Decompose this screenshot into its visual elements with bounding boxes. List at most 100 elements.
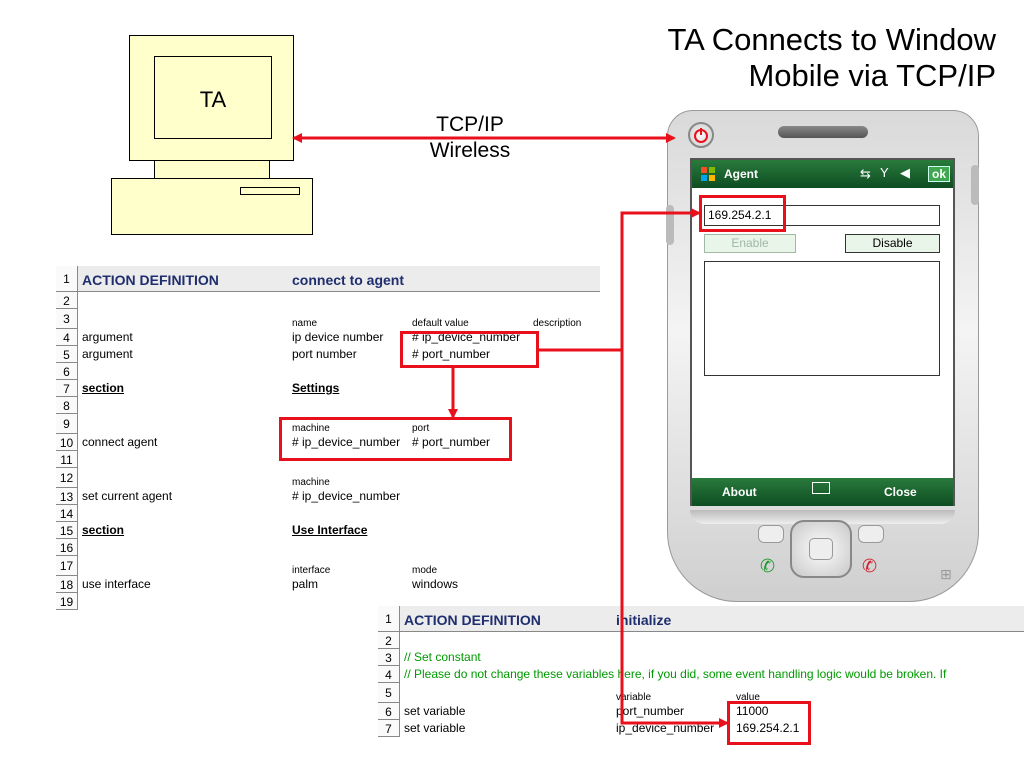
ok-button[interactable]: ok (928, 166, 951, 182)
windows-start-icon[interactable] (700, 166, 716, 182)
about-softkey[interactable]: About (722, 485, 757, 499)
row-number: 7 (378, 720, 400, 737)
row-number: 9 (56, 414, 78, 434)
computer-monitor: TA (129, 35, 294, 161)
device-screen: Agent ⇆ Y ◀ ok 169.254.2.1 Enable Disabl… (690, 158, 955, 506)
cell-a: use interface (82, 577, 151, 591)
close-softkey[interactable]: Close (884, 485, 917, 499)
cell-c: # port_number (412, 347, 491, 361)
table-row: 2 (378, 632, 1024, 649)
device-ip-connector (539, 208, 701, 352)
table-row: 6 (56, 363, 600, 380)
row-number: 2 (378, 632, 400, 649)
cell-a: ACTION DEFINITION (82, 272, 219, 288)
row-number: 15 (56, 522, 78, 539)
table-row: 4// Please do not change these variables… (378, 666, 1024, 683)
calendar-button-icon[interactable] (858, 525, 884, 543)
row-number: 1 (56, 266, 78, 292)
device-hardware-bar (690, 510, 955, 524)
ip-address-field[interactable]: 169.254.2.1 (704, 205, 940, 226)
cell-b: ip device number (292, 330, 384, 344)
row-number: 5 (378, 683, 400, 703)
enable-button[interactable]: Enable (704, 234, 796, 253)
table-row: 15 section Use Interface (56, 522, 600, 539)
row-number: 11 (56, 451, 78, 468)
dpad-center-button[interactable] (809, 538, 833, 560)
row-number: 19 (56, 593, 78, 610)
cell-b: port_number (616, 704, 685, 718)
table-row: 19 (56, 593, 600, 610)
row-number: 8 (56, 397, 78, 414)
slide-title: TA Connects to Window Mobile via TCP/IP (667, 22, 996, 93)
cell-a: set variable (404, 721, 466, 735)
sheet-header-bar (400, 606, 1024, 632)
power-button-icon[interactable] (688, 122, 714, 148)
app-title: Agent (724, 167, 758, 181)
cell-a: set variable (404, 704, 466, 718)
row-number: 7 (56, 380, 78, 397)
speaker-grille (778, 126, 868, 138)
value-connector (620, 350, 729, 728)
device-side-button[interactable] (971, 165, 979, 205)
end-call-button-icon[interactable]: ✆ (862, 556, 878, 576)
table-row: 16 (56, 539, 600, 556)
cell-b: connect to agent (292, 272, 405, 288)
cell-c: port (412, 423, 430, 434)
cell-a: // Set constant (404, 650, 481, 664)
cell-b: name (292, 318, 318, 329)
cell-c: 169.254.2.1 (736, 721, 800, 735)
cell-b: Settings (292, 381, 340, 395)
cell-a: section (82, 523, 125, 537)
disk-drive-slot (240, 187, 300, 195)
table-row: 12 machine (56, 468, 600, 488)
row-number: 4 (378, 666, 400, 683)
cell-c: windows (412, 577, 459, 591)
output-list[interactable] (704, 261, 940, 376)
volume-icon[interactable]: ◀ (900, 165, 910, 180)
windows-logo-icon: ⊞ (940, 566, 952, 582)
navigation-pad[interactable] (790, 520, 852, 578)
cell-c: 11000 (736, 704, 769, 718)
device-side-button[interactable] (666, 205, 674, 245)
table-row: 5 variable value (378, 683, 1024, 703)
row-number: 3 (378, 649, 400, 666)
computer-label: TA (199, 87, 227, 112)
connection-label: TCP/IP Wireless (429, 113, 511, 162)
cell-b: initialize (616, 612, 672, 628)
row-number: 16 (56, 539, 78, 556)
disable-button[interactable]: Disable (845, 234, 940, 253)
cell-b: machine (292, 477, 330, 488)
call-button-icon[interactable]: ✆ (760, 556, 776, 576)
sheet-header-bar (78, 266, 600, 292)
row-number: 6 (378, 703, 400, 720)
row-number: 4 (56, 329, 78, 346)
keyboard-icon[interactable] (812, 482, 830, 494)
cell-c: value (736, 692, 760, 703)
cell-c: default value (412, 318, 469, 329)
table-row: 2 (56, 292, 600, 309)
highlight-connect-args (279, 417, 512, 461)
cell-b: Use Interface (292, 523, 368, 537)
table-row: 14 (56, 505, 600, 522)
contacts-button-icon[interactable] (758, 525, 784, 543)
cell-b: interface (292, 565, 331, 576)
cell-a: argument (82, 330, 133, 344)
table-row: 6 set variable port_number 11000 (378, 703, 1024, 720)
row-number: 2 (56, 292, 78, 309)
connectivity-icon[interactable]: ⇆ (860, 166, 871, 181)
cell-b: variable (616, 692, 652, 703)
row-number: 12 (56, 468, 78, 488)
row-number: 18 (56, 576, 78, 593)
table-row: 11 (56, 451, 600, 468)
signal-icon[interactable]: Y (880, 165, 889, 180)
row-number: 3 (56, 309, 78, 329)
